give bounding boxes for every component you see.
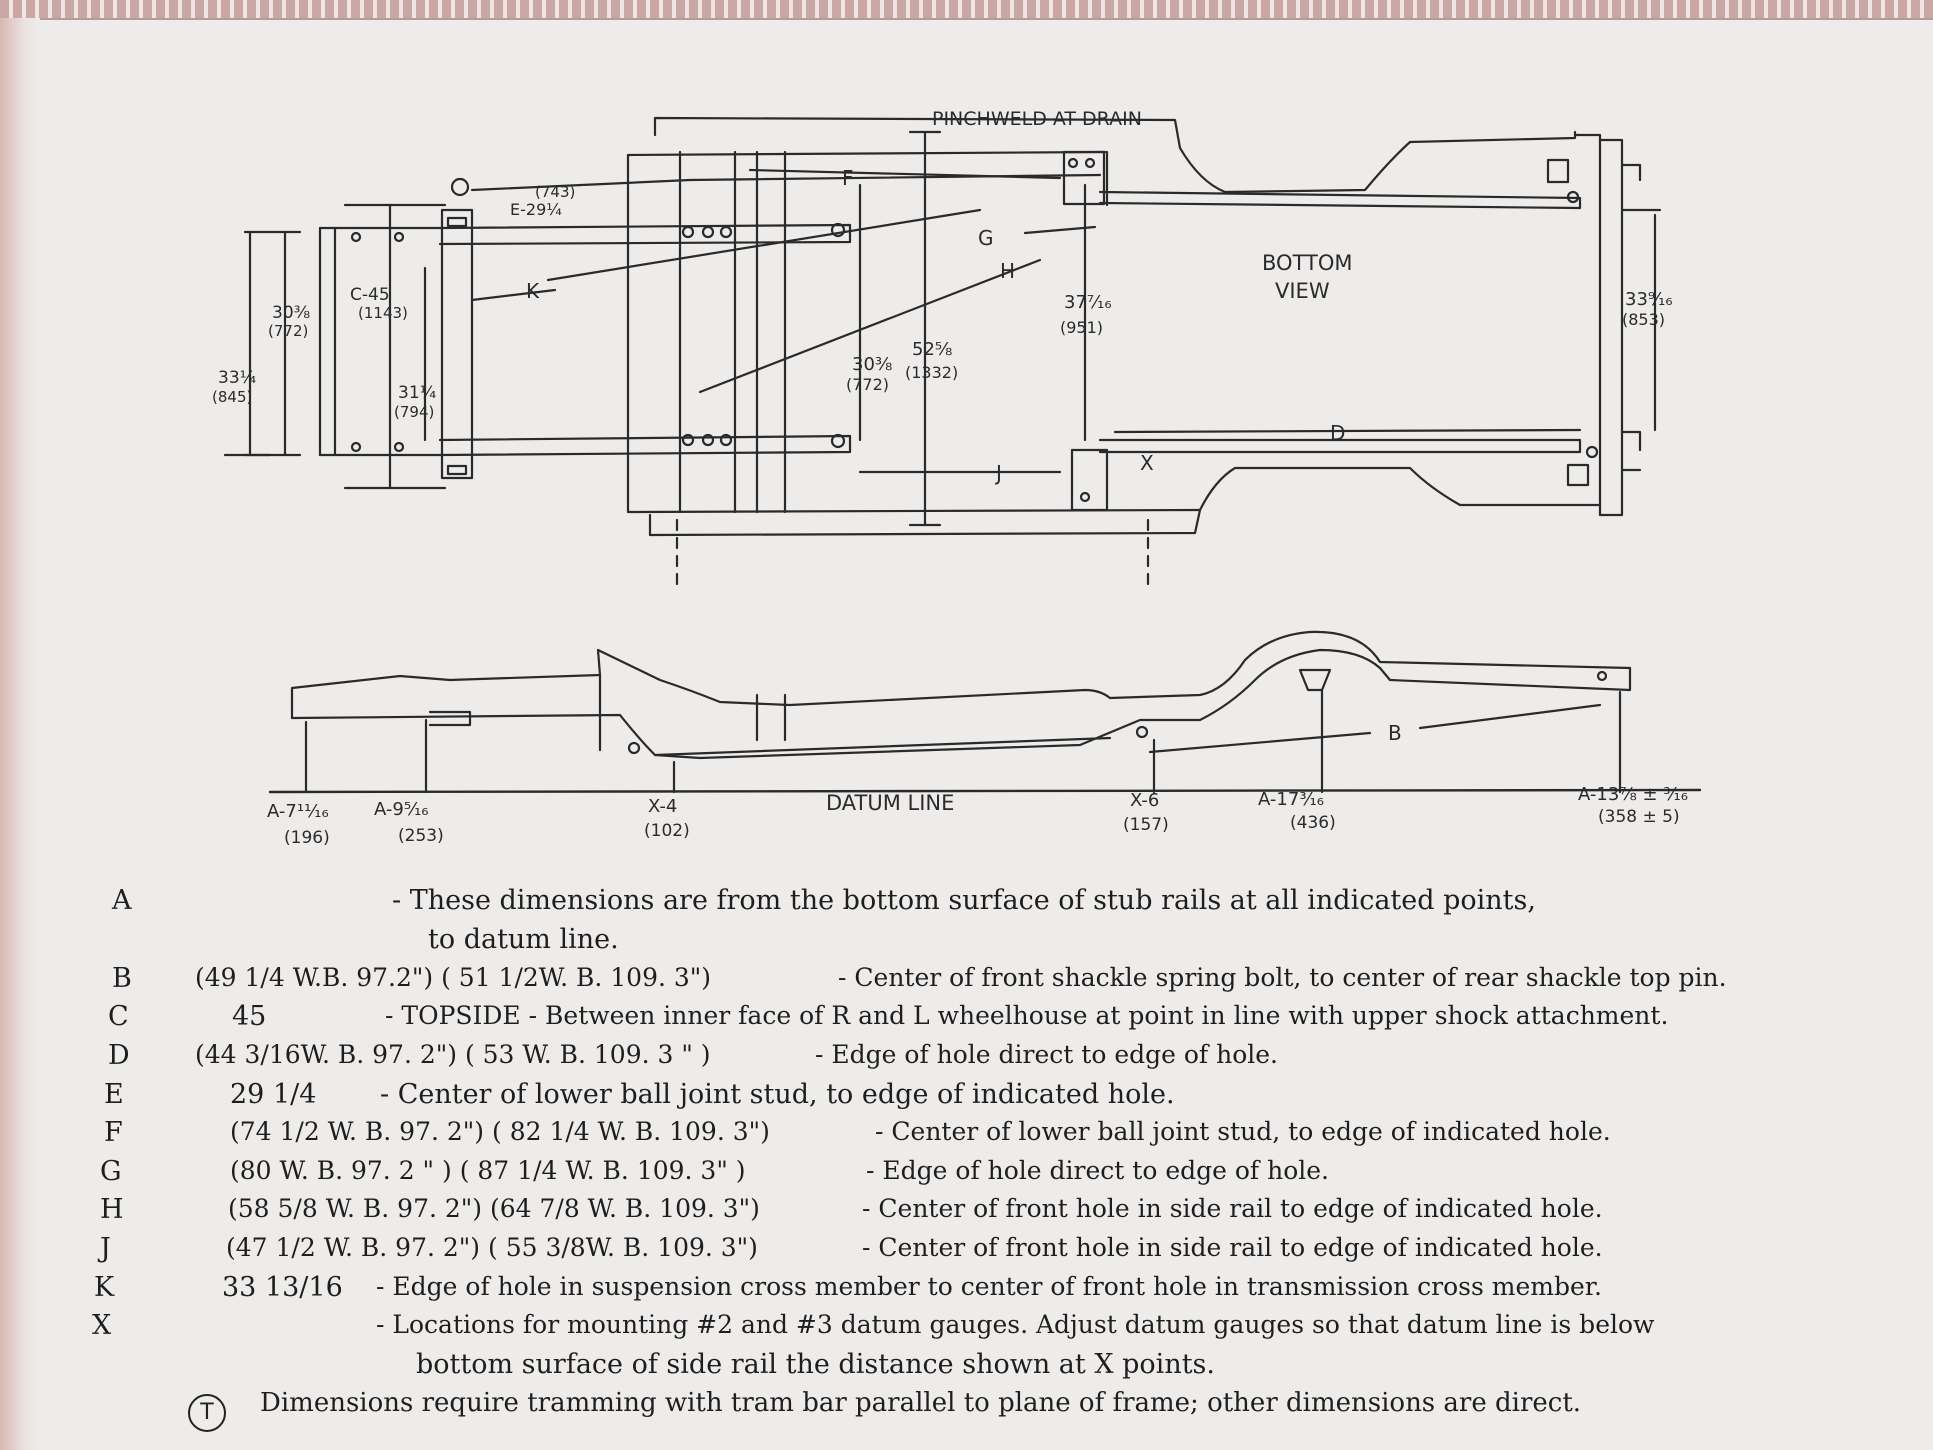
legend-letter: E xyxy=(104,1079,124,1110)
datum-line-label: DATUM LINE xyxy=(826,791,954,815)
dim-31-metric: (794) xyxy=(394,403,434,421)
dim-letter-h: H xyxy=(1000,259,1015,283)
legend-letter: F xyxy=(104,1117,123,1148)
side-view-profile xyxy=(268,630,1702,794)
legend-text: - Locations for mounting #2 and #3 datum… xyxy=(376,1310,1655,1339)
dim-letter-g: G xyxy=(978,226,994,250)
dim-letter-b: B xyxy=(1388,721,1402,745)
legend-text: to datum line. xyxy=(428,924,619,955)
legend-text: - Center of front hole in side rail to e… xyxy=(862,1194,1603,1223)
dim-rear33-metric: (853) xyxy=(1622,310,1665,329)
dim-30-label: 30⅜ xyxy=(272,303,310,323)
dim-52-label: 52⅝ xyxy=(912,339,952,360)
legend-letter: J xyxy=(100,1233,111,1264)
legend-letter: K xyxy=(94,1272,115,1303)
legend-row-d: D (44 3/16W. B. 97. 2") ( 53 W. B. 109. … xyxy=(0,1040,1933,1076)
side-x6-metric: (157) xyxy=(1123,815,1169,835)
page-edge xyxy=(0,18,40,1450)
side-a2-label: A-9⁵⁄₁₆ xyxy=(374,799,429,820)
legend-letter: X xyxy=(92,1310,112,1341)
legend-letter: B xyxy=(112,963,132,994)
legend-row-f: F (74 1/2 W. B. 97. 2") ( 82 1/4 W. B. 1… xyxy=(0,1117,1933,1153)
dim-letter-x: X xyxy=(1140,451,1154,475)
side-x6-label: X-6 xyxy=(1130,790,1159,811)
bottom-view-label: BOTTOM xyxy=(1262,251,1353,275)
dim-e-label: E-29¼ xyxy=(510,200,562,219)
legend-value: (49 1/4 W.B. 97.2") ( 51 1/2W. B. 109. 3… xyxy=(195,963,712,992)
legend-value: (47 1/2 W. B. 97. 2") ( 55 3/8W. B. 109.… xyxy=(226,1233,758,1262)
legend-text: bottom surface of side rail the distance… xyxy=(416,1349,1215,1380)
legend-value: 33 13/16 xyxy=(222,1272,343,1303)
legend-value: (44 3/16W. B. 97. 2") ( 53 W. B. 109. 3 … xyxy=(195,1040,711,1069)
frame-dimension-drawing: PINCHWELD AT DRAIN BOTTOM VIEW DATUM LIN… xyxy=(212,108,1702,848)
legend-text: - Center of lower ball joint stud, to ed… xyxy=(380,1079,1175,1110)
pinchweld-note: PINCHWELD AT DRAIN xyxy=(932,108,1142,130)
legend-letter: D xyxy=(108,1040,130,1071)
legend-row-k: K 33 13/16 - Edge of hole in suspension … xyxy=(0,1272,1933,1308)
side-a4-label: A-13⅞ ± ³⁄₁₆ xyxy=(1578,784,1688,805)
dim-37-metric: (951) xyxy=(1060,318,1103,337)
legend-row-x: X - Locations for mounting #2 and #3 dat… xyxy=(0,1310,1933,1346)
tram-icon: T xyxy=(188,1394,226,1432)
side-a3-metric: (436) xyxy=(1290,813,1336,833)
dim-33-metric: (845) xyxy=(212,388,252,406)
legend-value: (58 5/8 W. B. 97. 2") (64 7/8 W. B. 109.… xyxy=(228,1194,760,1223)
side-a1-label: A-7¹¹⁄₁₆ xyxy=(267,801,329,822)
side-x4-label: X-4 xyxy=(648,796,677,817)
side-a2-metric: (253) xyxy=(398,826,444,846)
dim-c-label: C-45 xyxy=(350,285,390,305)
dim-e-metric: (743) xyxy=(535,183,575,201)
legend-text: - Edge of hole in suspension cross membe… xyxy=(376,1272,1602,1301)
dim-30-metric: (772) xyxy=(268,322,308,340)
side-a3-label: A-17³⁄₁₆ xyxy=(1258,789,1324,810)
legend-letter: H xyxy=(100,1194,124,1225)
dim-letter-f: F xyxy=(842,166,854,190)
legend-text: - Center of front hole in side rail to e… xyxy=(862,1233,1603,1262)
dim-37-label: 37⁷⁄₁₆ xyxy=(1064,292,1112,313)
legend-text: - Edge of hole direct to edge of hole. xyxy=(866,1156,1330,1185)
dim-33-label: 33¼ xyxy=(218,368,256,388)
legend-row-b: B (49 1/4 W.B. 97.2") ( 51 1/2W. B. 109.… xyxy=(0,963,1933,999)
dim-mid30-metric: (772) xyxy=(846,375,889,394)
dim-31-label: 31¼ xyxy=(398,383,436,403)
legend-row-a-cont: to datum line. xyxy=(0,924,1933,960)
side-a1-metric: (196) xyxy=(284,828,330,848)
bottom-view-plan xyxy=(223,116,1662,592)
legend-text: - TOPSIDE - Between inner face of R and … xyxy=(385,1001,1669,1030)
legend-row-j: J (47 1/2 W. B. 97. 2") ( 55 3/8W. B. 10… xyxy=(0,1233,1933,1269)
legend-value: 29 1/4 xyxy=(230,1079,317,1110)
legend-row-e: E 29 1/4 - Center of lower ball joint st… xyxy=(0,1079,1933,1115)
legend-row-c: C 45 - TOPSIDE - Between inner face of R… xyxy=(0,1001,1933,1037)
tram-note-text: Dimensions require tramming with tram ba… xyxy=(260,1388,1582,1418)
legend-letter: G xyxy=(100,1156,122,1187)
dim-52-metric: (1332) xyxy=(905,363,958,382)
side-x4-metric: (102) xyxy=(644,821,690,841)
legend-text: - Center of lower ball joint stud, to ed… xyxy=(875,1117,1611,1146)
dim-rear33-label: 33⁹⁄₁₆ xyxy=(1625,289,1673,310)
legend-row-h: H (58 5/8 W. B. 97. 2") (64 7/8 W. B. 10… xyxy=(0,1194,1933,1230)
dim-letter-d: D xyxy=(1330,421,1345,445)
legend-value: 45 xyxy=(232,1001,267,1032)
legend-row-a: A - These dimensions are from the bottom… xyxy=(0,885,1933,921)
dim-letter-k: K xyxy=(526,279,540,303)
legend-text: - Center of front shackle spring bolt, t… xyxy=(838,963,1727,992)
legend-letter: A xyxy=(112,885,132,916)
dim-c-metric: (1143) xyxy=(358,304,408,322)
dim-letter-j: J xyxy=(994,461,1002,485)
dim-mid30-label: 30⅜ xyxy=(852,354,892,375)
binder-strip xyxy=(0,0,1933,20)
legend-row-g: G (80 W. B. 97. 2 " ) ( 87 1/4 W. B. 109… xyxy=(0,1156,1933,1192)
bottom-view-label-2: VIEW xyxy=(1275,279,1330,303)
side-a4-metric: (358 ± 5) xyxy=(1598,807,1680,827)
legend-value: (80 W. B. 97. 2 " ) ( 87 1/4 W. B. 109. … xyxy=(230,1156,746,1185)
legend-text: - These dimensions are from the bottom s… xyxy=(392,885,1536,916)
legend-letter: C xyxy=(108,1001,129,1032)
legend-row-x-cont: bottom surface of side rail the distance… xyxy=(0,1349,1933,1385)
legend-text: - Edge of hole direct to edge of hole. xyxy=(815,1040,1279,1069)
legend-value: (74 1/2 W. B. 97. 2") ( 82 1/4 W. B. 109… xyxy=(230,1117,770,1146)
tram-note: Dimensions require tramming with tram ba… xyxy=(0,1388,1933,1424)
